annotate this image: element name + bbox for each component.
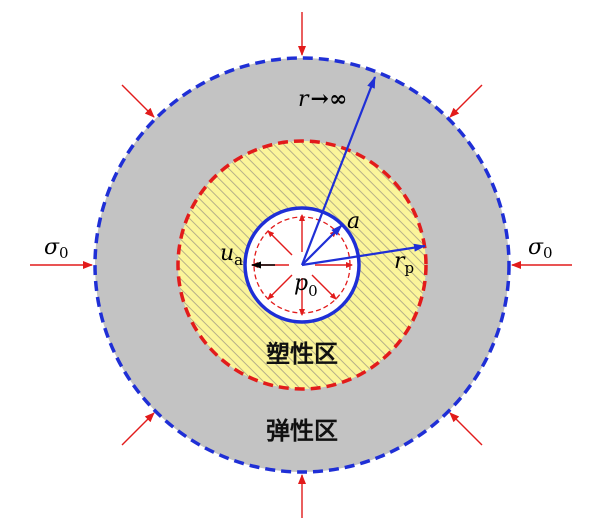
label-sigma-left: σ0 — [44, 235, 69, 262]
label-p0: p0 — [294, 271, 318, 300]
label-sigma-right: σ0 — [528, 235, 553, 262]
radius-a-arrow — [301, 224, 343, 266]
radius-arrows — [300, 76, 426, 267]
plastic-boundary — [176, 139, 428, 391]
radius-infinity-arrow — [300, 76, 377, 266]
external-load-arrows — [30, 12, 572, 518]
cavity-boundary — [243, 206, 361, 324]
label-rp: rp — [394, 249, 414, 277]
outer-boundary — [93, 56, 511, 474]
label-ua: ua — [220, 241, 243, 269]
radius-rp-arrow — [301, 243, 426, 267]
label-elastic-zone: 弹性区 — [266, 417, 338, 445]
label-a: a — [347, 209, 360, 234]
label-plastic-zone: 塑性区 — [266, 340, 338, 368]
label-r-infinity: r→∞ — [298, 86, 347, 112]
